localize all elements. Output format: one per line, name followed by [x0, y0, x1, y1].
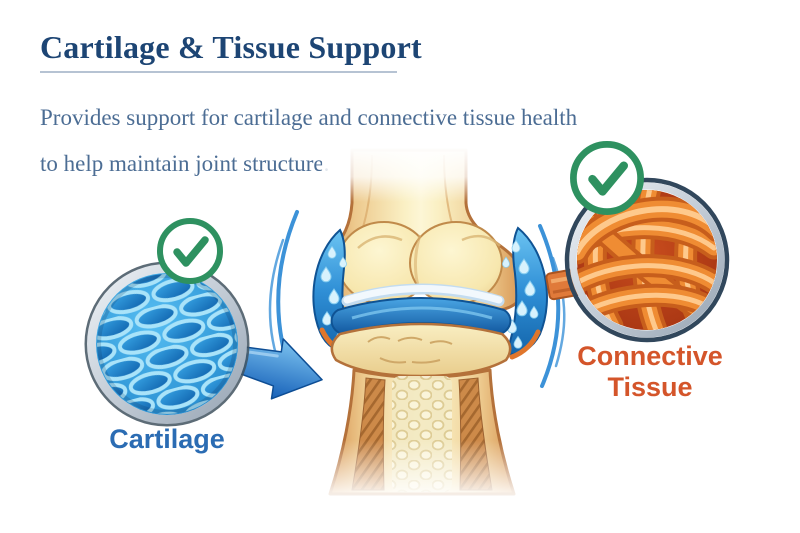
cartilage-label: Cartilage — [109, 424, 225, 454]
description-line-2: to help maintain joint structure. — [40, 151, 330, 176]
bottom-fade — [280, 440, 570, 533]
check-icon — [573, 144, 640, 211]
top-fade — [322, 146, 498, 202]
description: Provides support for cartilage and conne… — [40, 95, 620, 187]
connective-tissue-label: Connective Tissue — [555, 341, 745, 403]
cartilage-circle — [84, 261, 250, 427]
cartilage-mesh-texture — [97, 274, 237, 414]
connective-label-line-2: Tissue — [607, 372, 693, 402]
connective-label-line-1: Connective — [577, 341, 723, 371]
page-title: Cartilage & Tissue Support — [40, 29, 422, 65]
check-icon — [160, 221, 220, 281]
meniscus-cartilage — [330, 283, 512, 336]
title-underline — [40, 71, 397, 73]
description-line-1: Provides support for cartilage and conne… — [40, 105, 578, 130]
